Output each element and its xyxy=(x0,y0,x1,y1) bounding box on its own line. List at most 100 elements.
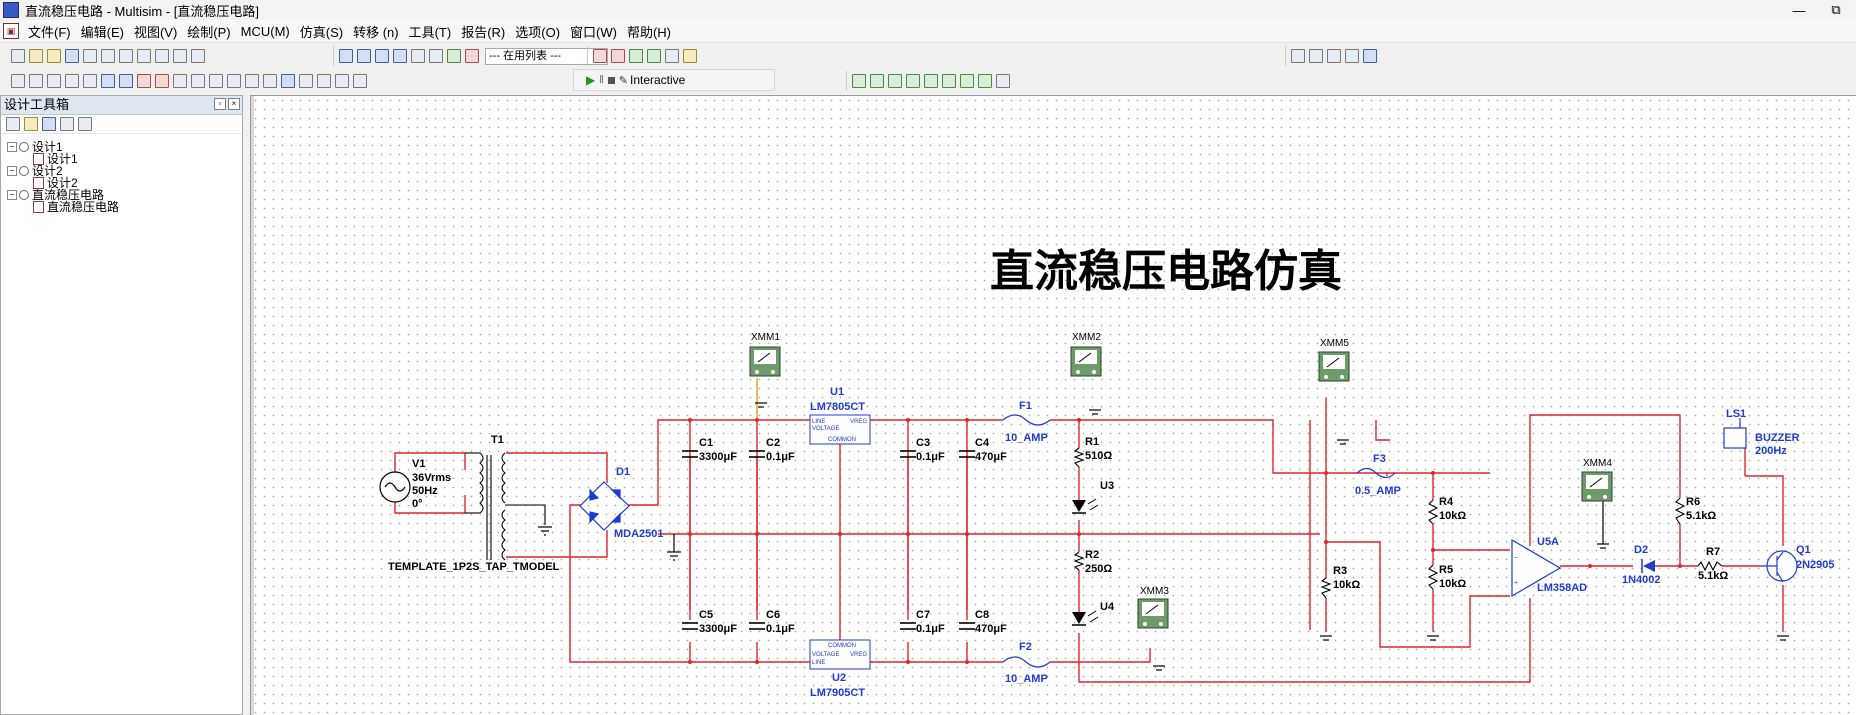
u5a-opamp[interactable] xyxy=(1511,538,1562,598)
place-hierarchical-block-icon[interactable] xyxy=(335,74,349,88)
tree-sheet-1[interactable]: 设计1 xyxy=(33,153,78,165)
simulation-mode-label[interactable]: Interactive xyxy=(630,73,686,87)
stop-simulation-icon[interactable] xyxy=(607,76,615,84)
leds[interactable] xyxy=(1072,498,1099,626)
copy-icon[interactable] xyxy=(137,49,151,63)
create-component-icon[interactable] xyxy=(465,49,479,63)
menu-tools[interactable]: 工具(T) xyxy=(408,24,452,40)
new-icon[interactable] xyxy=(11,49,25,63)
new-design-icon[interactable] xyxy=(6,117,20,131)
schematic-canvas[interactable] xyxy=(250,95,1856,715)
save-design-icon[interactable] xyxy=(42,117,56,131)
collapse-icon[interactable]: − xyxy=(7,142,17,152)
tree-design-2[interactable]: − 设计2 xyxy=(7,165,63,177)
d1-bridge[interactable] xyxy=(579,481,630,531)
probe-icon[interactable]: ✎ xyxy=(618,74,628,87)
open-sample-icon[interactable] xyxy=(47,49,61,63)
tree-design-1[interactable]: − 设计1 xyxy=(7,141,63,153)
pin-panel-icon[interactable]: ▫ xyxy=(214,98,226,110)
place-mcu-icon[interactable] xyxy=(317,74,331,88)
forward-annotate-icon[interactable] xyxy=(647,49,661,63)
t1-transformer[interactable] xyxy=(465,452,546,561)
print-preview-icon[interactable] xyxy=(101,49,115,63)
tree-sheet-2[interactable]: 设计2 xyxy=(33,177,78,189)
menu-mcu[interactable]: MCU(M) xyxy=(240,23,290,39)
postprocessor-icon[interactable] xyxy=(411,49,425,63)
instrument-6-icon[interactable] xyxy=(942,74,956,88)
place-connector-icon[interactable] xyxy=(299,74,313,88)
ls1-buzzer[interactable] xyxy=(1723,418,1747,449)
place-advanced-peripherals-icon[interactable] xyxy=(227,74,241,88)
zoom-area-icon[interactable] xyxy=(1327,49,1341,63)
instrument-7-icon[interactable] xyxy=(960,74,974,88)
undo-icon[interactable] xyxy=(173,49,187,63)
place-cmos-icon[interactable] xyxy=(119,74,133,88)
xmm1-meter[interactable] xyxy=(749,346,781,377)
fuses[interactable] xyxy=(1002,414,1396,668)
cut-icon[interactable] xyxy=(119,49,133,63)
place-bus-icon[interactable] xyxy=(353,74,367,88)
pause-simulation-icon[interactable]: ‖ xyxy=(599,74,604,86)
back-annotate-icon[interactable] xyxy=(629,49,643,63)
instrument-2-icon[interactable] xyxy=(870,74,884,88)
design-toolbox-toggle-icon[interactable] xyxy=(357,49,371,63)
instrument-8-icon[interactable] xyxy=(978,74,992,88)
paste-icon[interactable] xyxy=(155,49,169,63)
menu-help[interactable]: 帮助(H) xyxy=(626,24,672,40)
open-design-icon[interactable] xyxy=(24,117,38,131)
zoom-sheet-icon[interactable] xyxy=(1345,49,1359,63)
redo-icon[interactable] xyxy=(191,49,205,63)
place-mixed-icon[interactable] xyxy=(155,74,169,88)
xmm5-meter[interactable] xyxy=(1318,351,1350,382)
instrument-4-icon[interactable] xyxy=(906,74,920,88)
capacitors[interactable] xyxy=(682,450,975,630)
close-panel-icon[interactable]: × xyxy=(228,98,240,110)
menu-reports[interactable]: 报告(R) xyxy=(461,24,506,40)
minimize-button[interactable]: — xyxy=(1779,0,1819,20)
document-menu-icon[interactable]: ▣ xyxy=(3,23,19,39)
erc-dropdown-icon[interactable] xyxy=(611,49,625,63)
menu-simulate[interactable]: 仿真(S) xyxy=(299,24,344,40)
open-icon[interactable] xyxy=(29,49,43,63)
print-icon[interactable] xyxy=(83,49,97,63)
database-manager-icon[interactable] xyxy=(429,49,443,63)
place-power-icon[interactable] xyxy=(191,74,205,88)
component-wizard-icon[interactable] xyxy=(447,49,461,63)
place-ttl-icon[interactable] xyxy=(101,74,115,88)
place-electromechanical-icon[interactable] xyxy=(263,74,277,88)
run-simulation-icon[interactable]: ▶ xyxy=(586,73,596,87)
place-analog-icon[interactable] xyxy=(83,74,97,88)
zoom-out-icon[interactable] xyxy=(1309,49,1323,63)
help-icon[interactable] xyxy=(683,49,697,63)
place-source-icon[interactable] xyxy=(11,74,25,88)
menu-window[interactable]: 窗口(W) xyxy=(570,24,617,40)
menu-place[interactable]: 绘制(P) xyxy=(187,24,231,40)
tree-design-3[interactable]: − 直流稳压电路 xyxy=(7,189,104,201)
multimeters[interactable] xyxy=(749,346,1613,629)
multisim-app-icon[interactable] xyxy=(3,2,19,18)
d2-diode[interactable] xyxy=(1641,559,1655,573)
instrument-3-icon[interactable] xyxy=(888,74,902,88)
resistors[interactable] xyxy=(1073,447,1723,599)
close-design-icon[interactable] xyxy=(60,117,74,131)
place-rf-icon[interactable] xyxy=(245,74,259,88)
q1-transistor[interactable] xyxy=(1760,550,1798,583)
electrical-rules-check-icon[interactable] xyxy=(593,49,607,63)
place-diode-icon[interactable] xyxy=(47,74,61,88)
regulators[interactable] xyxy=(809,414,871,670)
place-indicator-icon[interactable] xyxy=(173,74,187,88)
xmm3-meter[interactable] xyxy=(1137,598,1169,629)
instrument-5-icon[interactable] xyxy=(924,74,938,88)
place-transistor-icon[interactable] xyxy=(65,74,79,88)
collapse-icon[interactable]: − xyxy=(7,190,17,200)
zoom-in-icon[interactable] xyxy=(1291,49,1305,63)
menu-file[interactable]: 文件(F) xyxy=(28,24,71,40)
spreadsheet-view-icon[interactable] xyxy=(375,49,389,63)
toggle-fullscreen-icon[interactable] xyxy=(339,49,353,63)
menu-view[interactable]: 视图(V) xyxy=(133,24,178,40)
zoom-fit-icon[interactable] xyxy=(1363,49,1377,63)
instrument-1-icon[interactable] xyxy=(852,74,866,88)
place-basic-icon[interactable] xyxy=(29,74,43,88)
restore-button[interactable]: ⧉ xyxy=(1816,0,1856,20)
v1-source[interactable] xyxy=(379,471,411,503)
